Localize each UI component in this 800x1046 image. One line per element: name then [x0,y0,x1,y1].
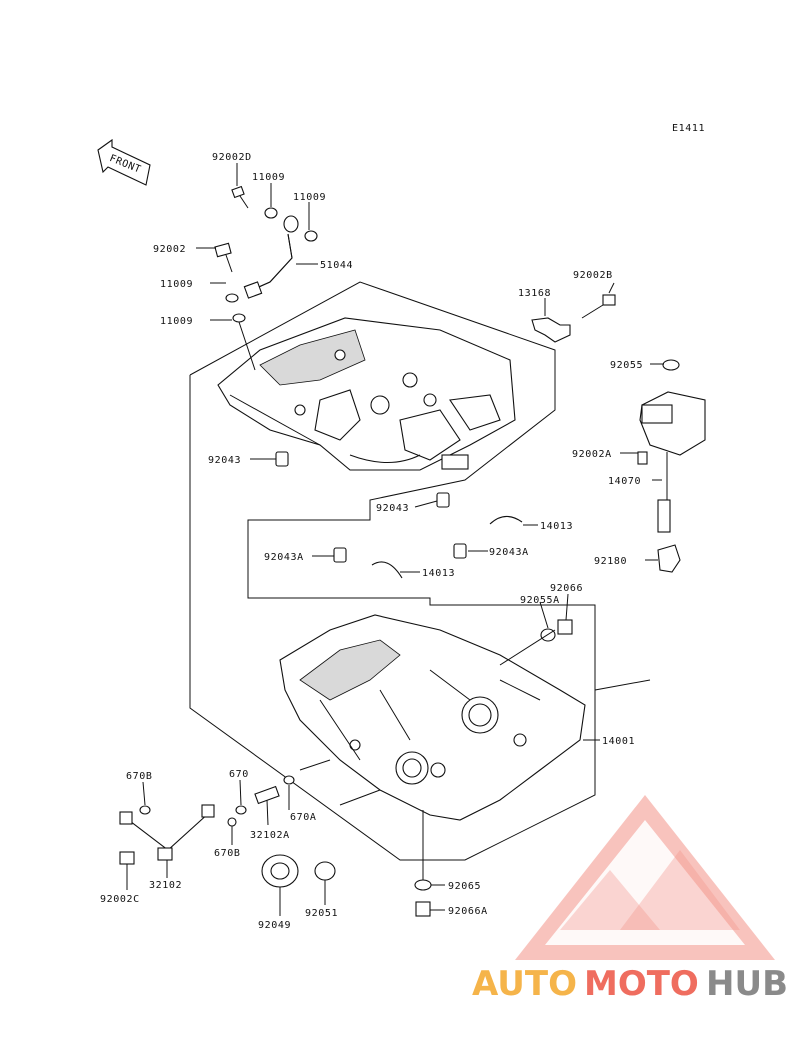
label-670B-b: 670B [214,848,240,859]
label-92043A-b: 92043A [489,547,529,558]
label-11009-b: 11009 [293,192,326,203]
leader-lines [126,163,664,916]
label-51044: 51044 [320,260,353,271]
watermark-logo [515,795,775,960]
label-92055: 92055 [610,360,643,371]
label-92180: 92180 [594,556,627,567]
label-92002C: 92002C [100,894,140,905]
small-parts [119,185,706,917]
label-92043-a: 92043 [208,455,241,466]
lower-crankcase [279,614,586,821]
watermark-auto: AUTO [472,964,577,1004]
label-92049: 92049 [258,920,291,931]
label-92055A: 92055A [520,595,560,606]
label-92051: 92051 [305,908,338,919]
label-14070: 14070 [608,476,641,487]
label-32102A: 32102A [250,830,290,841]
label-11009-d: 11009 [160,316,193,327]
label-32102: 32102 [149,880,182,891]
label-14001: 14001 [602,736,635,747]
label-92002D: 92002D [212,152,252,163]
label-92043A-a: 92043A [264,552,304,563]
label-92002A: 92002A [572,449,612,460]
label-14013-a: 14013 [540,521,573,532]
label-92065: 92065 [448,881,481,892]
upper-crankcase [217,317,516,471]
label-92002B: 92002B [573,270,613,281]
label-14013-b: 14013 [422,568,455,579]
diagram-code: E1411 [672,123,705,134]
label-670: 670 [229,769,249,780]
watermark-text: AUTO MOTO HUB [472,964,788,1004]
label-92066A: 92066A [448,906,488,917]
label-11009-a: 11009 [252,172,285,183]
watermark-moto: MOTO [584,964,699,1004]
label-92002: 92002 [153,244,186,255]
label-670B-a: 670B [126,771,152,782]
watermark-hub: HUB [706,964,788,1004]
label-92043-b: 92043 [376,503,409,514]
label-13168: 13168 [518,288,551,299]
label-11009-c: 11009 [160,279,193,290]
front-arrow: FRONT [97,138,151,186]
label-670A: 670A [290,812,316,823]
label-92066: 92066 [550,583,583,594]
part-labels: 92002D 11009 11009 92002 51044 11009 110… [100,152,643,931]
